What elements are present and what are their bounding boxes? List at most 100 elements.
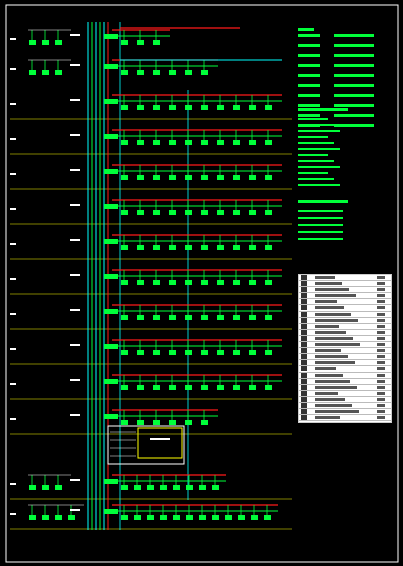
floor-distribution-box (104, 509, 118, 514)
legend-row (299, 354, 391, 361)
legend-row (299, 329, 391, 336)
outlet-symbol (225, 515, 232, 520)
outlet-symbol (137, 70, 144, 75)
note-text-line (298, 104, 320, 107)
outlet-symbol (169, 175, 176, 180)
outlet-symbol (233, 315, 240, 320)
outlet-symbol (121, 385, 128, 390)
note-text-line (298, 142, 334, 144)
note-text-line (298, 238, 343, 240)
floor-level-label (10, 348, 16, 350)
outlet-symbol (233, 385, 240, 390)
legend-symbol (301, 299, 307, 305)
note-heading (298, 28, 314, 31)
legend-description (315, 379, 350, 383)
outlet-symbol (134, 515, 141, 520)
floor-level-label (10, 418, 16, 420)
legend-row (299, 415, 391, 422)
legend-symbol (301, 396, 307, 402)
legend-description (315, 306, 344, 310)
legend-row (299, 275, 391, 282)
outlet-symbol (29, 485, 36, 490)
outlet-symbol (169, 105, 176, 110)
legend-quantity (377, 397, 385, 401)
outlet-symbol (173, 485, 180, 490)
outlet-symbol (137, 280, 144, 285)
outlet-symbol (29, 40, 36, 45)
legend-quantity (377, 282, 385, 286)
outlet-symbol (265, 385, 272, 390)
legend-description (315, 416, 340, 420)
legend-symbol (301, 360, 307, 366)
legend-quantity (377, 373, 385, 377)
floor-level-label (10, 243, 16, 245)
legend-row (299, 342, 391, 349)
note-text-line (334, 64, 374, 67)
outlet-symbol (185, 210, 192, 215)
note-text-line (298, 64, 320, 67)
outlet-symbol (153, 315, 160, 320)
outlet-symbol (160, 515, 167, 520)
outlet-symbol (217, 140, 224, 145)
outlet-symbol (249, 315, 256, 320)
circuit-label (70, 274, 80, 276)
outlet-symbol (185, 350, 192, 355)
outlet-symbol (201, 420, 208, 425)
legend-row (299, 281, 391, 288)
legend-description (315, 367, 336, 371)
floor-distribution-box (104, 309, 118, 314)
note-text-line (298, 166, 340, 168)
circuit-label (70, 34, 80, 36)
legend-row (299, 305, 391, 312)
outlet-symbol (55, 70, 62, 75)
note-heading (298, 200, 348, 203)
outlet-symbol (201, 210, 208, 215)
floor-distribution-box (104, 169, 118, 174)
outlet-symbol (169, 315, 176, 320)
legend-description (315, 397, 345, 401)
floor-distribution-box (104, 64, 118, 69)
outlet-symbol (265, 245, 272, 250)
legend-symbol (301, 281, 307, 287)
outlet-symbol (42, 485, 49, 490)
note-text-line (298, 160, 334, 162)
outlet-symbol (153, 175, 160, 180)
circuit-label (70, 239, 80, 241)
outlet-symbol (233, 140, 240, 145)
outlet-symbol (238, 515, 245, 520)
outlet-symbol (233, 210, 240, 215)
note-text-line (334, 34, 374, 37)
outlet-symbol (121, 420, 128, 425)
legend-symbol (301, 348, 307, 354)
legend-symbol (301, 354, 307, 360)
legend-symbol (301, 372, 307, 378)
legend-row (299, 323, 391, 330)
legend-quantity (377, 312, 385, 316)
note-text-line (334, 114, 374, 117)
floor-distribution-box (104, 99, 118, 104)
note-text-line (298, 136, 328, 138)
outlet-symbol (169, 420, 176, 425)
legend-quantity (377, 403, 385, 407)
legend-row (299, 390, 391, 397)
legend-description (315, 312, 351, 316)
legend-row (299, 372, 391, 379)
outlet-symbol (217, 280, 224, 285)
floor-distribution-box (104, 239, 118, 244)
legend-symbol (301, 275, 307, 280)
note-text-line (298, 54, 320, 57)
outlet-symbol (265, 105, 272, 110)
note-text-line (298, 118, 328, 120)
outlet-symbol (217, 245, 224, 250)
outlet-symbol (186, 515, 193, 520)
outlet-symbol (42, 70, 49, 75)
outlet-symbol (173, 515, 180, 520)
floor-level-label (10, 38, 16, 40)
floor-distribution-box (104, 134, 118, 139)
note-text-line (298, 44, 320, 47)
outlet-symbol (265, 280, 272, 285)
rack-detail-label (150, 438, 170, 440)
legend-row (299, 287, 391, 294)
legend-row (299, 402, 391, 410)
